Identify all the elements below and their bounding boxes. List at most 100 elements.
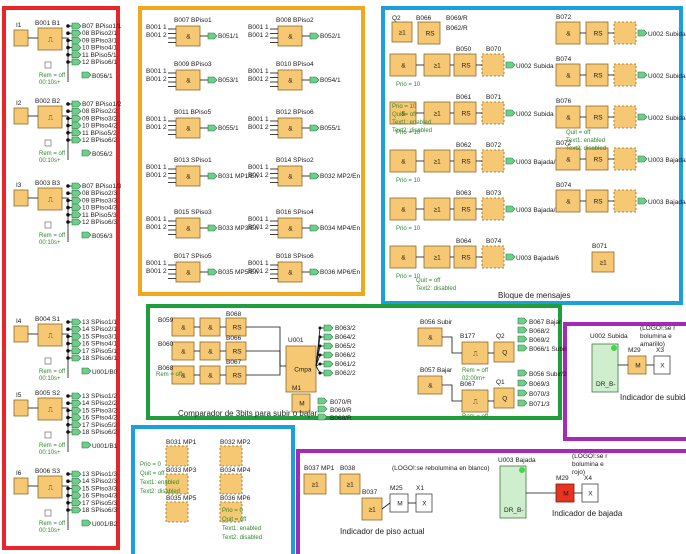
mp-param: Prio = 0 (222, 508, 244, 514)
message-label: B076 (556, 98, 572, 105)
comparator-out-tag (324, 370, 333, 376)
input-i2-body (14, 108, 28, 124)
output-tag (82, 72, 91, 78)
connector-tag-shape (208, 269, 217, 275)
and-input-label: B001 1 (248, 116, 269, 123)
piso-or-symbol: ≥1 (312, 482, 320, 489)
message-output-label: U003 Bajada/3 (516, 207, 559, 214)
input-block-label: B002 B2 (35, 98, 60, 105)
and-block-label: B014 SPiso2 (276, 157, 314, 164)
message-output-label: U003 Bajada/6 (516, 255, 559, 262)
msg-and-right-symbol: & (566, 199, 571, 206)
output-tag (72, 507, 81, 513)
comparator-out-label: B063/2 (335, 325, 356, 332)
msg-and-right: & (556, 190, 580, 212)
mp-text-block-body (166, 502, 188, 522)
msg-and-symbol: & (401, 207, 406, 214)
msg-rs-right-symbol: RS (594, 73, 604, 80)
output-tag (72, 319, 81, 325)
msg-and-symbol: & (401, 159, 406, 166)
input-i5-body (14, 400, 28, 416)
connector-tag-shape (318, 406, 327, 412)
msg-or: ≥1 (424, 54, 450, 76)
output-label: 11 BPiso5/2 (82, 130, 117, 137)
bajada-block-label: U003 Bajada (498, 457, 536, 464)
comparator-out-tag (324, 343, 333, 349)
wire-junction (319, 354, 322, 357)
output-tag (82, 150, 91, 156)
msg-flipflop: RS (418, 22, 440, 44)
cmp-in-and-symbol: & (181, 349, 186, 356)
connector-tag-shape (72, 108, 81, 114)
comparator-out-tag (318, 414, 327, 420)
and-gate-out-tag (208, 77, 217, 83)
comparator-label: B177 (460, 333, 476, 340)
comparator-label: B068 (226, 311, 242, 318)
output-tag (72, 400, 81, 406)
message-param: Text2: disabled (566, 146, 606, 152)
message-label: B074 (556, 182, 572, 189)
connector-tag-shape (518, 336, 527, 342)
piso-or: ≥1 (304, 474, 326, 494)
output-label: 10 BPiso4/1 (82, 45, 117, 52)
comparator-out-label: B069/R (330, 407, 352, 414)
output-tag (72, 212, 81, 218)
msg-text-block-body (482, 198, 504, 220)
connector-tag-shape (82, 232, 91, 238)
msg-final-or-symbol: ≥1 (600, 260, 608, 267)
output-label: B056/1 (92, 73, 113, 80)
comparator-label: B066 (226, 335, 242, 342)
and-gate-symbol: & (186, 34, 191, 41)
bajada-note: (LOGO!:se r (572, 453, 608, 460)
expand-toggle (45, 140, 51, 146)
connector-tag-shape (82, 442, 91, 448)
comparator-out-label: B065/2 (335, 343, 356, 350)
piso-x-symbol: X (422, 501, 427, 508)
wire-junction (319, 345, 322, 348)
output-tag (72, 478, 81, 484)
msg-counter: ≥1 (392, 22, 412, 42)
piso-indicator-layer: B037 MP1≥1B038≥1≥1B037MM25XX1(LOGO!:se r… (304, 465, 490, 536)
input-i4-body (14, 326, 28, 342)
and-output-label: B054/1 (320, 77, 341, 84)
mp-text-block (220, 474, 242, 494)
comparator-out-tag (518, 380, 527, 386)
connector-tag-shape (638, 72, 647, 78)
wire (442, 385, 462, 401)
message-label: B072 (556, 14, 572, 21)
expand-toggle (45, 510, 51, 516)
comparator-out-tag (324, 325, 333, 331)
message-label: B050 (456, 46, 472, 53)
connector-tag-shape (72, 101, 81, 107)
and-block-label: B018 SPiso6 (276, 253, 314, 260)
comparator-out-label: B069/2 (529, 337, 550, 344)
input-block-label: B003 B3 (35, 180, 60, 187)
and-gate-symbol: & (288, 270, 293, 277)
cmp-in-and-symbol: & (208, 325, 213, 332)
mp-text-block-body (220, 446, 242, 466)
connector-tag-shape (72, 422, 81, 428)
output-label: 09 BPiso3/3 (82, 197, 117, 204)
input-i6 (14, 478, 28, 494)
msg-and-symbol: & (401, 63, 406, 70)
piso-label: X1 (416, 485, 424, 492)
message-output-label: U003 Bajada/4 (648, 199, 686, 206)
message-label: B066 (416, 15, 432, 22)
connector-tag-shape (72, 30, 81, 36)
connector-tag-shape (638, 156, 647, 162)
output-label: 10 BPiso4/2 (82, 123, 117, 130)
message-out-tag (638, 72, 647, 78)
comparator-label: B067 (226, 359, 242, 366)
msg-rs-right: RS (586, 106, 608, 128)
and-gate: & (278, 166, 302, 186)
output-tag (72, 219, 81, 225)
message-out-tag (506, 158, 515, 164)
mp-param: Quit = off (222, 517, 247, 523)
connector-tag-shape (638, 30, 647, 36)
and-block-label: B010 BPiso4 (276, 61, 314, 68)
input-block-label: B001 B1 (35, 20, 60, 27)
input-label: I1 (16, 22, 22, 29)
connector-tag-shape (72, 478, 81, 484)
msg-text-block-body (482, 54, 504, 76)
output-label: 12 BPiso6/1 (82, 59, 117, 66)
